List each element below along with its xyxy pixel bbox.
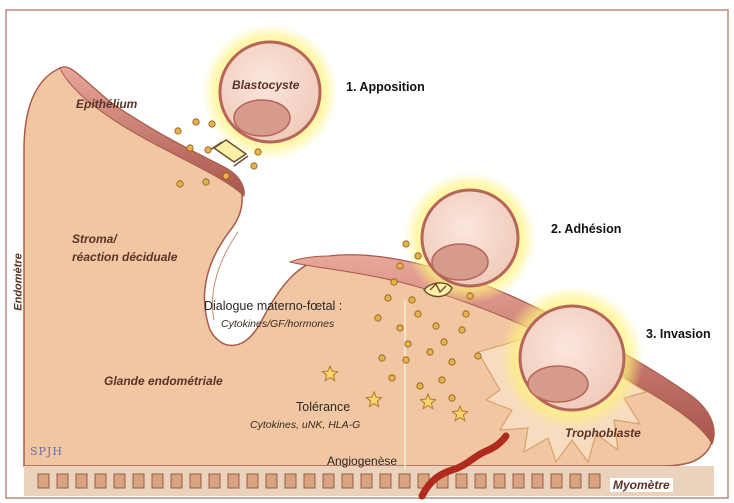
signal-dot	[415, 311, 421, 317]
signal-dot	[439, 377, 445, 383]
signal-dot	[467, 293, 473, 299]
signal-dot	[205, 147, 211, 153]
endometre-label: Endomètre	[13, 253, 25, 310]
signal-dot	[385, 295, 391, 301]
myometrium-cell	[114, 474, 125, 488]
stroma-label-line2: réaction déciduale	[72, 250, 177, 264]
blastocyst-label: Blastocyste	[232, 78, 299, 92]
blastocyst-3	[500, 286, 644, 430]
signal-dot	[459, 327, 465, 333]
myometrium-cell	[304, 474, 315, 488]
myometrium-cell	[133, 474, 144, 488]
signal-dot	[433, 323, 439, 329]
myometrium-cell	[380, 474, 391, 488]
signal-dot	[449, 359, 455, 365]
myometrium-cell	[247, 474, 258, 488]
signal-dot	[255, 149, 261, 155]
signal-dot	[441, 339, 447, 345]
signal-dot	[403, 241, 409, 247]
stroma-label-line1: Stroma/	[72, 232, 117, 246]
signal-dot	[223, 173, 229, 179]
myometrium-cell	[171, 474, 182, 488]
signal-dot	[475, 353, 481, 359]
signal-dot	[175, 128, 181, 134]
invasion-label: 3. Invasion	[646, 327, 711, 341]
myometrium-cell	[570, 474, 581, 488]
myometrium-cell	[76, 474, 87, 488]
myometrium-cell	[551, 474, 562, 488]
signal-dot	[391, 279, 397, 285]
signal-dot	[379, 355, 385, 361]
myometrium-cell	[190, 474, 201, 488]
signal-dot	[251, 163, 257, 169]
signal-dot	[405, 341, 411, 347]
dialogue-label-line1: Dialogue materno-fœtal :	[204, 299, 342, 313]
signal-dot	[389, 375, 395, 381]
myometrium-cell	[323, 474, 334, 488]
myometrium-cell	[456, 474, 467, 488]
myometrium-cell	[285, 474, 296, 488]
myometrium-cell	[532, 474, 543, 488]
tolerance-label-line2: Cytokines, uNK, HLA-G	[250, 419, 360, 431]
signal-dot	[397, 263, 403, 269]
myometrium-cell	[361, 474, 372, 488]
apposition-label: 1. Apposition	[346, 80, 425, 94]
myometrium-cell	[475, 474, 486, 488]
signal-dot	[417, 383, 423, 389]
signal-dot	[203, 179, 209, 185]
signal-dot	[463, 311, 469, 317]
myometrium-cell	[95, 474, 106, 488]
signal-dot	[449, 395, 455, 401]
myometrium-cell	[399, 474, 410, 488]
myometrium-cell	[152, 474, 163, 488]
myometrium-cell	[266, 474, 277, 488]
myometrium-cell	[57, 474, 68, 488]
signal-dot	[193, 119, 199, 125]
myometrium-cell	[494, 474, 505, 488]
signal-dot	[403, 357, 409, 363]
signal-dot	[427, 349, 433, 355]
trophoblaste-label: Trophoblaste	[565, 426, 641, 440]
dialogue-label-line2: Cytokines/GF/hormones	[221, 318, 334, 330]
signal-dot	[397, 325, 403, 331]
glande-label: Glande endométriale	[104, 374, 223, 388]
myometrium-cell	[589, 474, 600, 488]
signal-dot	[187, 145, 193, 151]
signal-dot	[177, 181, 183, 187]
signal-dot	[409, 297, 415, 303]
credit-logo: SPJH	[30, 445, 63, 458]
blastocyst-2	[404, 172, 536, 304]
signal-dot	[375, 315, 381, 321]
adhesion-label: 2. Adhésion	[551, 222, 621, 236]
blastocyst-1	[202, 24, 338, 160]
angiogenese-label: Angiogenèse	[327, 454, 397, 468]
signal-dot	[415, 253, 421, 259]
myometrium-cell	[513, 474, 524, 488]
myometrium-cell	[38, 474, 49, 488]
signal-dot	[209, 121, 215, 127]
myometrium-cell	[228, 474, 239, 488]
myometre-label: Myomètre	[610, 478, 673, 492]
tolerance-label-line1: Tolérance	[296, 400, 350, 414]
myometrium-cell	[209, 474, 220, 488]
myometrium-cell	[342, 474, 353, 488]
epithelium-label: Epithélium	[76, 97, 137, 111]
